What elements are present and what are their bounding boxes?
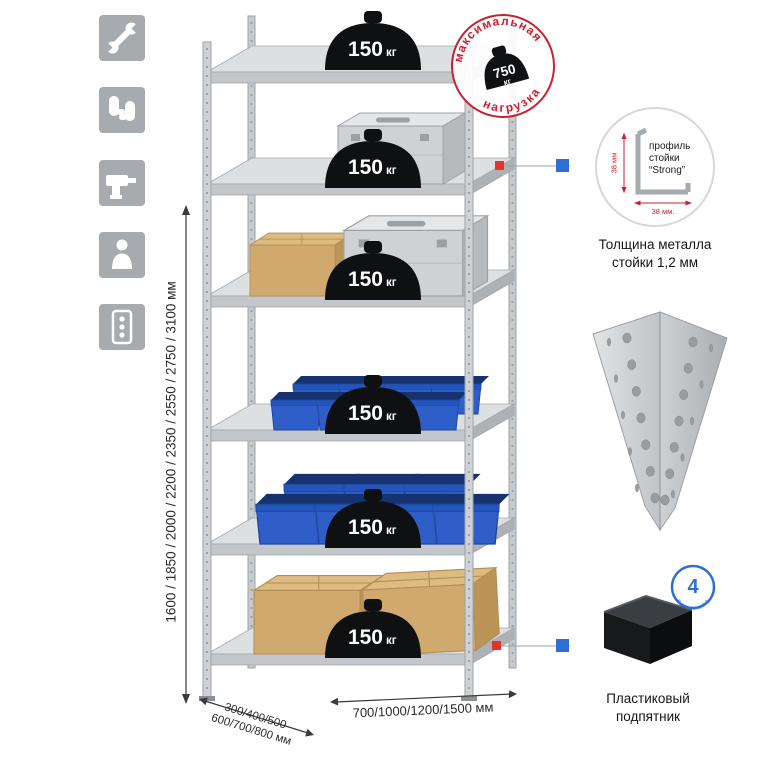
gloves-icon-tile bbox=[99, 87, 145, 133]
width-dimension-line bbox=[330, 690, 517, 706]
profile-cross-section bbox=[635, 127, 691, 195]
red-marker bbox=[495, 161, 504, 170]
drill-icon bbox=[106, 175, 136, 199]
red-marker bbox=[492, 641, 501, 650]
profile-dim-horizontal: 38 мм. bbox=[652, 207, 675, 216]
post-profile-detail: 38 мм 38 мм. профиль стойки “Strong” bbox=[595, 107, 715, 227]
profile-label-3: “Strong” bbox=[649, 165, 685, 176]
profile-label-2: стойки bbox=[649, 153, 680, 164]
callout-connector-bottom bbox=[492, 639, 570, 652]
plastic-foot-image bbox=[603, 594, 693, 664]
post-holes bbox=[607, 332, 713, 506]
callout-connector-top bbox=[495, 159, 570, 172]
blue-marker bbox=[556, 159, 569, 172]
height-dimension-label: 1600 / 1850 / 2000 / 2200 / 2350 / 2550 … bbox=[163, 281, 179, 623]
profile-caption-line1: Толщина металла bbox=[598, 237, 712, 252]
foot-caption-line2: подпятник bbox=[615, 708, 681, 724]
profile-label-1: профиль bbox=[649, 140, 690, 152]
blue-marker bbox=[556, 639, 569, 652]
profile-caption-line2: стойки 1,2 мм bbox=[611, 254, 699, 270]
stamp-unit: кг bbox=[503, 76, 513, 87]
person-icon-tile bbox=[99, 232, 145, 278]
profile-dim-vertical: 38 мм bbox=[610, 153, 619, 174]
perforated-post-image bbox=[592, 311, 728, 532]
height-dimension-line bbox=[182, 205, 190, 704]
max-load-stamp: максимальная нагрузка 750 кг bbox=[448, 11, 555, 121]
profile-caption: Толщина металла стойки 1,2 мм bbox=[580, 236, 730, 271]
foot-caption: Пластиковый подпятник bbox=[578, 690, 718, 725]
stamp-value: 750 bbox=[492, 61, 518, 81]
foot-count-badge: 4 в комплекте bbox=[670, 564, 716, 612]
foot-badge-value: 4 bbox=[687, 576, 699, 598]
fasteners-icon-tile bbox=[99, 304, 145, 350]
depth-dimension-line bbox=[199, 697, 314, 737]
person-icon bbox=[112, 239, 132, 269]
profile-dimensions bbox=[621, 132, 692, 206]
gloves-icon bbox=[109, 96, 135, 121]
foot-caption-line1: Пластиковый bbox=[606, 691, 690, 706]
wrench-icon bbox=[102, 22, 142, 54]
wrench-icon-tile bbox=[99, 15, 145, 61]
fasteners-icon bbox=[111, 309, 133, 345]
drill-icon-tile bbox=[99, 160, 145, 206]
shelving-rack: 150 кг bbox=[199, 11, 517, 701]
